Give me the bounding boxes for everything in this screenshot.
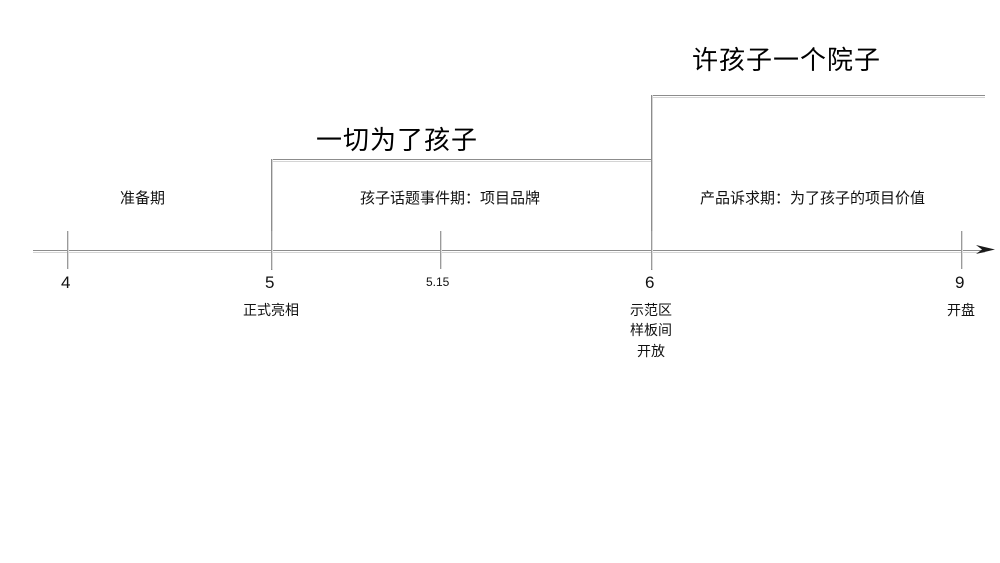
tick-mark-5-15	[440, 231, 442, 269]
tick-label-9: 9	[955, 273, 965, 292]
tick-caption-5: 正式亮相	[243, 302, 299, 318]
middle-slogan: 一切为了孩子	[316, 125, 479, 155]
arrow-right-icon	[975, 236, 1000, 267]
phase-label-product: 产品诉求期：为了孩子的项目价值	[700, 190, 926, 207]
timeline-axis	[33, 250, 985, 253]
phase-label-event: 孩子话题事件期：项目品牌	[360, 190, 541, 207]
bracket-top-horizontal	[651, 95, 985, 98]
bracket-middle-horizontal	[271, 159, 652, 162]
tick-label-5-15: 5.15	[426, 275, 450, 289]
tick-mark-9	[961, 231, 963, 269]
tick-mark-5	[271, 231, 273, 269]
tick-caption-9: 开盘	[947, 302, 975, 318]
top-slogan: 许孩子一个院子	[692, 45, 882, 75]
bracket-riser-left	[271, 159, 273, 270]
tick-label-4: 4	[61, 273, 71, 292]
tick-mark-6	[651, 231, 653, 269]
tick-label-5: 5	[265, 273, 275, 292]
tick-label-6: 6	[645, 273, 655, 292]
tick-caption-6: 示范区 样板间 开放	[630, 302, 672, 359]
bracket-riser-right	[651, 95, 653, 270]
tick-mark-4	[67, 231, 69, 269]
phase-label-prep: 准备期	[120, 190, 166, 207]
